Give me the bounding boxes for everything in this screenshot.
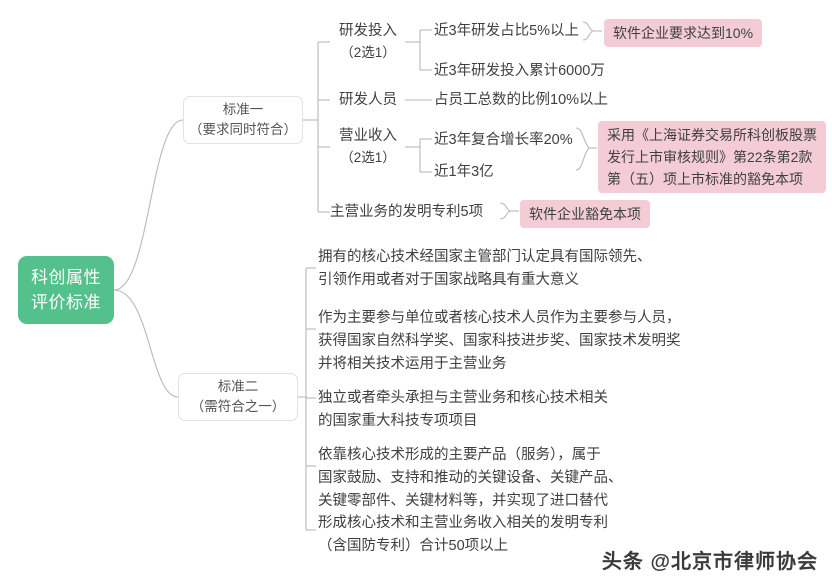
group-label-rd-personnel-text: 研发人员 <box>339 92 397 108</box>
leaf-standard-two-4[interactable]: 依靠核心技术形成的主要产品（服务），属于 国家鼓励、支持和推动的关键设备、关键产… <box>318 447 623 509</box>
leaf-rd-investment-2[interactable]: 近3年研发投入累计6000万 <box>434 63 605 79</box>
standard-two-node[interactable]: 标准二 （需符合之一） <box>178 373 298 421</box>
root-title-line1: 科创属性 <box>31 268 101 287</box>
root-title-line2: 评价标准 <box>31 293 101 312</box>
group-label-rd-investment-sub: （2选1） <box>340 45 396 60</box>
leaf-standard-two-1[interactable]: 拥有的核心技术经国家主管部门认定具有国际领先、 引领作用或者对于国家战略具有重大… <box>318 249 652 288</box>
leaf-rd-personnel-1[interactable]: 占员工总数的比例10%以上 <box>434 92 609 108</box>
standard-two-subtitle: （需符合之一） <box>190 399 286 414</box>
standard-two-title: 标准二 <box>217 379 259 394</box>
group-label-operating-revenue-text: 营业收入 <box>339 128 397 144</box>
leaf-operating-revenue-2[interactable]: 近1年3亿 <box>434 164 494 180</box>
group-label-rd-investment[interactable]: 研发投入 （2选1） <box>330 20 406 64</box>
leaf-operating-revenue-1[interactable]: 近3年复合增长率20% <box>434 132 573 148</box>
group-label-rd-personnel[interactable]: 研发人员 <box>330 89 406 111</box>
leaf-standard-two-2[interactable]: 作为主要参与单位或者核心技术人员作为主要参与人员， 获得国家自然科学奖、国家科技… <box>318 310 681 372</box>
badge-software-enterprise-10-percent[interactable]: 软件企业要求达到10% <box>604 19 763 47</box>
leaf-standard-two-3[interactable]: 独立或者牵头承担与主营业务和核心技术相关 的国家重大科技专项项目 <box>318 390 608 429</box>
badge-software-enterprise-exempt[interactable]: 软件企业豁免本项 <box>520 200 650 228</box>
standard-one-subtitle: （要求同时符合） <box>189 122 297 137</box>
group-label-operating-revenue-sub: （2选1） <box>340 150 396 165</box>
group-label-rd-investment-text: 研发投入 <box>339 23 397 39</box>
leaf-rd-investment-1[interactable]: 近3年研发占比5%以上 <box>434 23 580 39</box>
leaf-standard-two-5[interactable]: 形成核心技术和主营业务收入相关的发明专利 （含国防专利）合计50项以上 <box>318 515 608 554</box>
watermark-prefix: 头条 <box>601 551 644 573</box>
group-label-main-business-patents[interactable]: 主营业务的发明专利5项 <box>330 201 530 223</box>
standard-one-node[interactable]: 标准一 （要求同时符合） <box>183 96 303 144</box>
watermark: 头条 @北京市律师协会 <box>602 545 818 574</box>
group-label-main-business-patents-text: 主营业务的发明专利5项 <box>330 204 484 220</box>
standard-one-title: 标准一 <box>222 102 264 117</box>
group-label-operating-revenue[interactable]: 营业收入 （2选1） <box>330 125 406 169</box>
root-node[interactable]: 科创属性 评价标准 <box>18 256 114 324</box>
badge-listing-rule-exemption[interactable]: 采用《上海证券交易所科创板股票 发行上市审核规则》第22条第2款 第（五）项上市… <box>598 121 826 193</box>
watermark-handle: @北京市律师协会 <box>650 551 818 573</box>
